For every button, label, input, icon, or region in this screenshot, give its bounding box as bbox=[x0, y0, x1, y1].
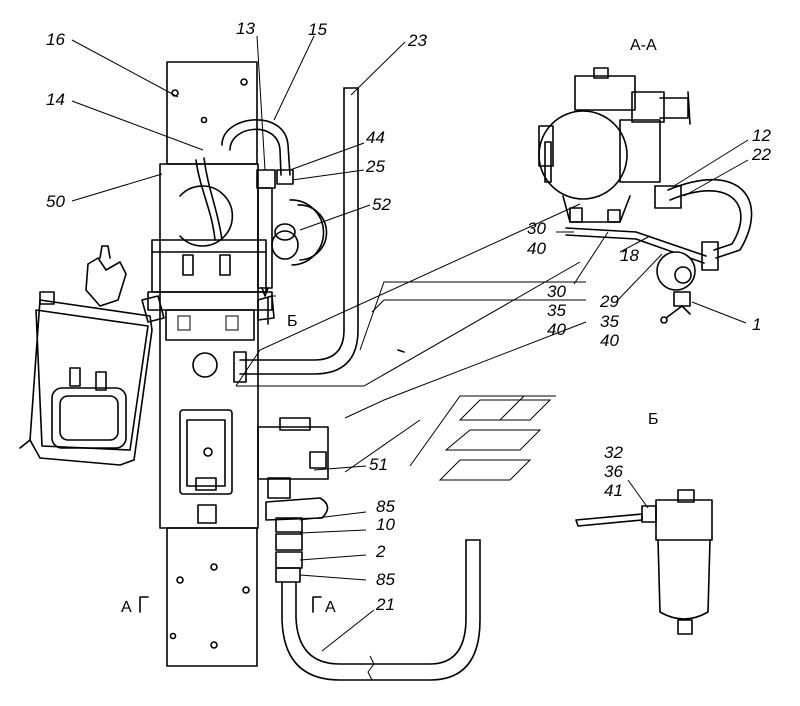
callout-52: 52 bbox=[372, 195, 391, 214]
callout-51: 51 bbox=[369, 455, 388, 474]
callout-36: 36 bbox=[604, 462, 623, 481]
callout-35-right: 35 bbox=[600, 312, 619, 331]
callout-50: 50 bbox=[46, 192, 65, 211]
callout-41: 41 bbox=[604, 481, 623, 500]
view-b-arrow-label: Б bbox=[287, 313, 298, 330]
callout-23: 23 bbox=[407, 31, 427, 50]
callout-40-upper: 40 bbox=[527, 239, 546, 258]
callout-15: 15 bbox=[308, 20, 327, 39]
callout-85-upper: 85 bbox=[376, 497, 395, 516]
callout-12: 12 bbox=[752, 126, 771, 145]
chevron-bands bbox=[235, 203, 587, 481]
filter-body-main bbox=[147, 185, 273, 341]
callout-44: 44 bbox=[366, 128, 385, 147]
callout-40-right: 40 bbox=[600, 331, 619, 350]
pipe-23 bbox=[233, 87, 359, 383]
frame-bracket bbox=[159, 61, 259, 667]
pipe-21 bbox=[281, 539, 481, 681]
lower-window-plate bbox=[179, 409, 233, 524]
callout-29: 29 bbox=[599, 292, 619, 311]
hand-pump bbox=[19, 245, 275, 466]
callout-32: 32 bbox=[604, 443, 623, 462]
callout-14: 14 bbox=[46, 90, 65, 109]
view-b-filter bbox=[575, 479, 713, 635]
callout-21: 21 bbox=[375, 595, 395, 614]
callout-30-upper: 30 bbox=[527, 219, 546, 238]
callout-35-middle: 35 bbox=[547, 301, 566, 320]
fuel-lines-upper bbox=[195, 119, 291, 241]
callout-40-middle: 40 bbox=[547, 320, 566, 339]
callout-16: 16 bbox=[46, 30, 65, 49]
section-markers bbox=[139, 295, 322, 613]
section-aa-title: А-А bbox=[630, 37, 657, 54]
callout-1: 1 bbox=[752, 315, 761, 334]
callout-18: 18 bbox=[620, 246, 639, 265]
section-aa-assembly bbox=[538, 67, 753, 324]
callout-10: 10 bbox=[376, 515, 395, 534]
view-b-title: Б bbox=[648, 411, 659, 428]
leader-lines-aa bbox=[556, 139, 749, 324]
callout-85-lower: 85 bbox=[376, 570, 395, 589]
sensor-assembly bbox=[256, 169, 328, 297]
callout-13: 13 bbox=[236, 19, 255, 38]
callout-25: 25 bbox=[365, 157, 385, 176]
callout-30-middle: 30 bbox=[547, 282, 566, 301]
lower-fitting-block bbox=[257, 417, 329, 583]
cut-mark-right: А bbox=[325, 599, 336, 616]
leader-lines-main bbox=[71, 35, 406, 652]
cut-mark-left: А bbox=[121, 599, 132, 616]
callout-22: 22 bbox=[751, 145, 771, 164]
callout-2: 2 bbox=[375, 542, 386, 561]
